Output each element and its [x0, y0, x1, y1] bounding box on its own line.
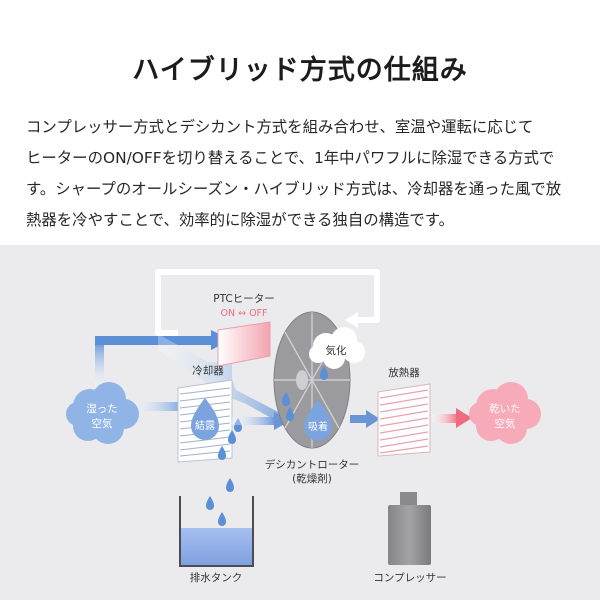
cooler-label: 冷却器 [192, 364, 224, 377]
tank-droplet [218, 512, 226, 526]
intro-paragraph: コンプレッサー方式とデシカント方式を組み合わせ、室温や運転に応じて ヒーターのO… [26, 112, 582, 236]
dry-air-label-line2: 空気 [495, 417, 516, 430]
cooler-badge-label: 結露 [195, 419, 215, 432]
rotor-droplet [320, 366, 328, 380]
drain-tank-water [180, 528, 253, 566]
wet-air-label-line2: 空気 [92, 417, 113, 430]
rotor-to-radiator-pipe [350, 415, 368, 423]
dry-air-pipe [432, 414, 458, 423]
recirculation-loop [155, 269, 380, 336]
tank-droplet [206, 496, 214, 510]
intro-line: コンプレッサー方式とデシカント方式を組み合わせ、室温や運転に応じて [26, 118, 534, 136]
drain-tank-label: 排水タンク [190, 571, 243, 584]
hybrid-diagram: PTCヒーター ON ↔ OFF 冷却器 結露 [0, 245, 600, 600]
rotor-sublabel: (乾燥剤) [292, 472, 332, 485]
wet-air-label-line1: 湿った [86, 403, 118, 415]
intro-line: ヒーターのON/OFFを切り替えることで、1年中パワフルに除湿できる方式で [26, 149, 555, 167]
cooler-droplet [218, 446, 226, 460]
rotor-to-radiator-arrowhead [366, 410, 380, 428]
tank-droplet [226, 478, 234, 492]
compressor [388, 505, 431, 565]
page-title: ハイブリッド方式の仕組み [132, 55, 468, 86]
rotor-droplet [286, 407, 294, 421]
vapor-label: 気化 [326, 344, 347, 357]
intro-line: 熱器を冷やすことで、効率的に除湿ができる独自の構造です。 [26, 211, 455, 229]
rotor-hub [296, 370, 308, 390]
vapor-cloud [309, 327, 365, 369]
rotor-droplet-badge [304, 400, 332, 441]
drain-tank [179, 496, 254, 567]
cooler-droplet [228, 430, 236, 444]
compressor-top [400, 492, 417, 506]
dry-air-arrowhead [456, 408, 472, 428]
compressor-label: コンプレッサー [373, 572, 446, 584]
rotor-badge-label: 吸着 [308, 420, 328, 433]
loop-arrowhead [345, 312, 358, 328]
radiator [377, 383, 431, 457]
intro-line: す。シャープのオールシーズン・ハイブリッド方式は、冷却器を通った風で放 [26, 180, 562, 198]
cooler-droplet-badge [191, 398, 219, 440]
ptc-heater-toggle: ON ↔ OFF [221, 308, 268, 319]
ptc-heater-label: PTCヒーター [213, 293, 274, 305]
ptc-heater [217, 321, 271, 367]
radiator-label: 放熱器 [388, 366, 420, 379]
cooler-to-rotor-pipe [232, 417, 276, 425]
dry-air-cloud [469, 382, 541, 444]
wet-air-top-pipe [95, 336, 213, 345]
wet-air-riser [95, 340, 104, 388]
hybrid-diagram-svg: PTCヒーター ON ↔ OFF 冷却器 結露 [66, 269, 541, 584]
dry-air-label-line1: 乾いた [489, 402, 521, 415]
radiator-fins [379, 389, 429, 454]
rotor-label: デシカントローター [265, 458, 360, 471]
wet-air-cloud [66, 382, 139, 444]
wet-air-lower-pipe [132, 402, 190, 411]
rotor-droplet [282, 392, 290, 406]
heater-to-rotor-arrow [158, 334, 300, 424]
